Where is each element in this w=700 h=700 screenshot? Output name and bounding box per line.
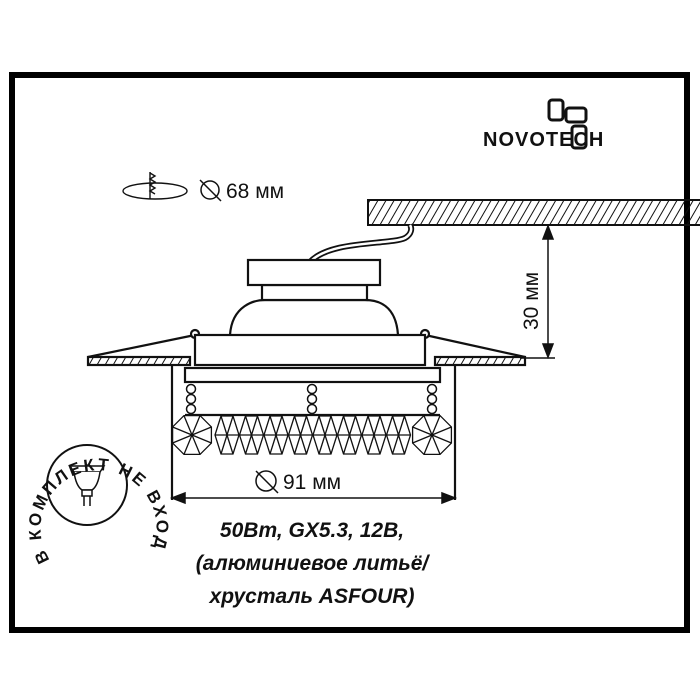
- prism-crystal: [287, 415, 314, 455]
- saw-cutout-icon: [122, 172, 188, 200]
- width-dimension-label: 91 мм: [283, 471, 341, 494]
- mr16-bulb-icon: [68, 465, 106, 506]
- fixture: [86, 258, 527, 500]
- bulb-not-included-badge: В КОМПЛЕКТ НЕ ВХОДИТ: [0, 0, 169, 567]
- crystal-beads: [185, 383, 438, 415]
- spec-line-1: 50Вт, GX5.3, 12В,: [220, 519, 404, 542]
- prism-crystal: [214, 415, 240, 455]
- prism-crystal: [238, 415, 265, 455]
- crystal-row: [171, 414, 453, 456]
- prism-crystal: [336, 415, 363, 455]
- ceiling-slab: [367, 199, 700, 226]
- prism-crystal: [385, 415, 412, 455]
- cutout-diameter-label: 68 мм: [226, 180, 284, 203]
- frame-border: [9, 72, 690, 633]
- prism-crystal: [263, 415, 289, 455]
- spec-line-2: (алюминиевое литьё/: [196, 552, 431, 575]
- prism-crystal: [361, 415, 387, 455]
- height-dimension-label: 30 мм: [520, 272, 543, 330]
- diameter-icon: [199, 179, 222, 202]
- spec-line-3: хрусталь ASFOUR): [209, 585, 415, 608]
- novotech-logo: NOVOTECH: [483, 98, 603, 151]
- width-dimension: [169, 470, 458, 505]
- prism-crystal: [312, 415, 338, 455]
